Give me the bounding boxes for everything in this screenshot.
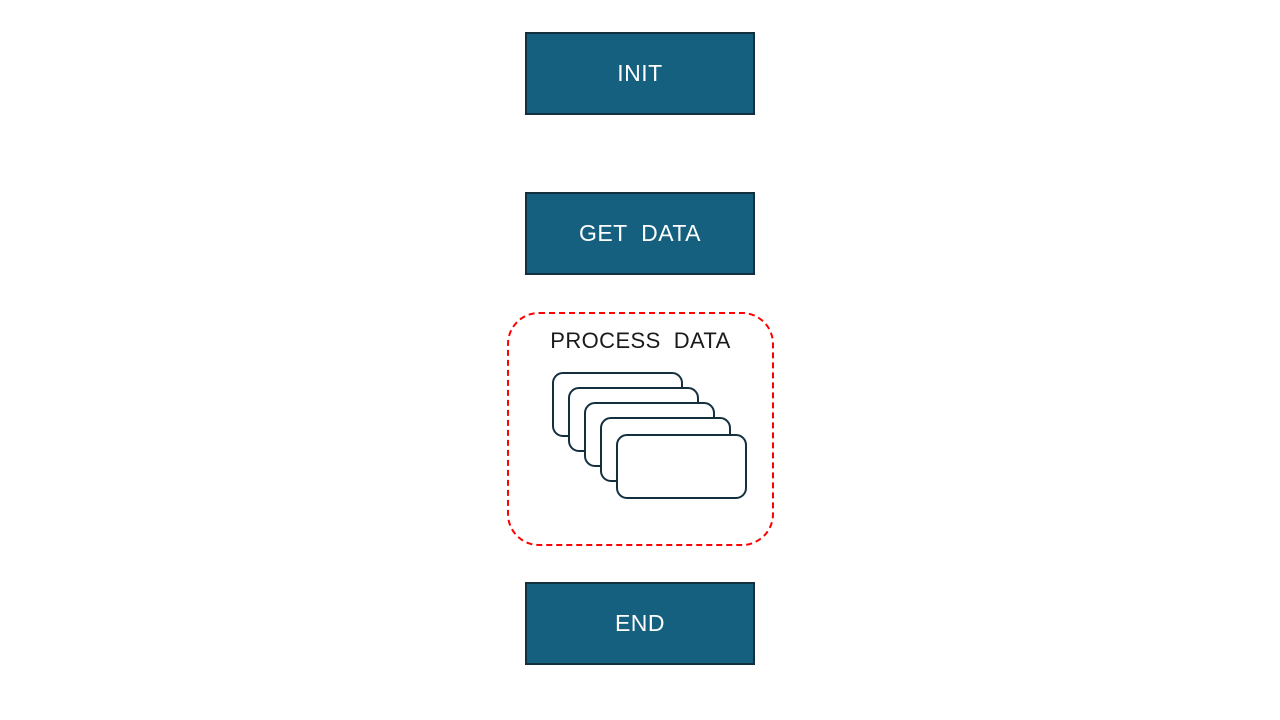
node-get-data[interactable]: GET DATA (525, 192, 755, 275)
node-get-data-label: GET DATA (578, 220, 702, 246)
process-data-loop-container[interactable]: PROCESS DATA (507, 312, 774, 546)
node-init-label: INIT (617, 60, 663, 86)
node-end[interactable]: END (525, 582, 755, 665)
node-end-label: END (614, 610, 666, 636)
stack-card (616, 434, 747, 499)
process-data-loop-label: PROCESS DATA (550, 328, 731, 353)
node-init[interactable]: INIT (525, 32, 755, 115)
stacked-cards-icon (552, 372, 752, 504)
